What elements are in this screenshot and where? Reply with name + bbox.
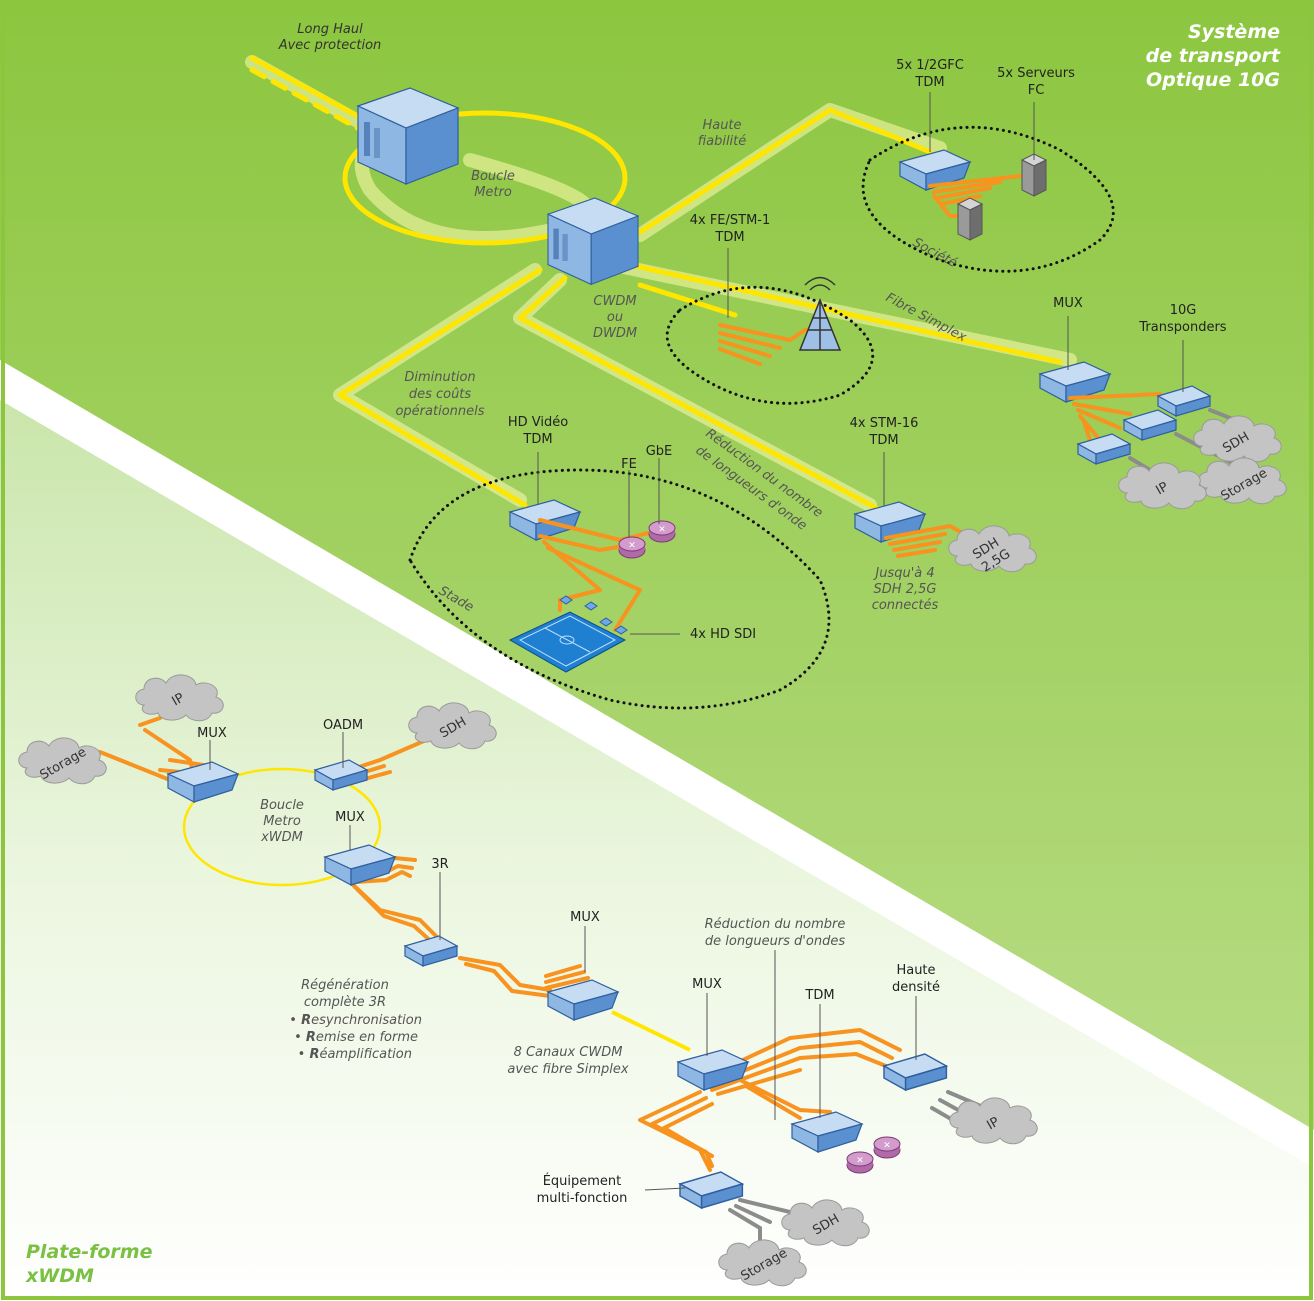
- label-boucle-1: Boucle: [471, 169, 515, 184]
- regen-item-1: • Resynchronisation: [289, 1013, 422, 1028]
- router-tdm-1: [846, 1151, 874, 1174]
- label-gbe: GbE: [646, 444, 673, 459]
- label-fe-stm1-1: 4x FE/STM-1: [690, 213, 771, 228]
- label-cwdm-2: ou: [607, 310, 623, 325]
- title-bottom-line-2: xWDM: [25, 1265, 94, 1287]
- label-gfc-1: 5x 1/2GFC: [896, 58, 964, 73]
- title-top-line-1: Système: [1188, 21, 1280, 43]
- label-jusqua-3: connectés: [872, 598, 939, 613]
- label-jusqua-2: SDH 2,5G: [874, 582, 937, 597]
- top-devices: [357, 87, 1287, 710]
- label-cwdm-1: CWDM: [593, 294, 636, 309]
- label-reduction-bottom-1: Réduction du nombre: [705, 917, 846, 932]
- fc-server-2: [957, 197, 983, 241]
- label-canaux-1: 8 Canaux CWDM: [514, 1045, 623, 1060]
- label-haute-fiabilite-1: Haute: [702, 118, 741, 133]
- top-fibers: [245, 55, 1077, 513]
- label-hd-video-1: HD Vidéo: [508, 415, 568, 430]
- corner-title-top: Système de transport Optique 10G: [1146, 21, 1281, 91]
- label-diminution-1: Diminution: [404, 370, 475, 385]
- router-tdm-2: [873, 1136, 901, 1159]
- label-fe: FE: [621, 457, 637, 472]
- societe-boundary: [861, 125, 1115, 273]
- label-diminution-2: des coûts: [409, 387, 472, 402]
- bottom-devices: [18, 674, 1038, 1287]
- label-hd-video-2: TDM: [522, 432, 552, 447]
- regen-item-2: • Remise en forme: [294, 1030, 418, 1045]
- corner-title-bottom: Plate-forme xWDM: [25, 1241, 153, 1287]
- label-equipement-1: Équipement: [543, 1173, 622, 1189]
- label-3r: 3R: [431, 857, 448, 872]
- title-bottom-line-1: Plate-forme: [26, 1241, 153, 1263]
- fc-server-1: [1021, 153, 1047, 197]
- label-haute-densite-1: Haute: [896, 963, 935, 978]
- label-fe-stm1-2: TDM: [714, 230, 744, 245]
- stadium-field: [508, 611, 627, 673]
- bottom-region-background: [0, 360, 1314, 1301]
- label-hd-sdi: 4x HD SDI: [690, 627, 756, 642]
- label-mux-8ch: MUX: [570, 910, 600, 925]
- router-gbe: [648, 520, 676, 543]
- label-boucle-xwdm-3: xWDM: [260, 830, 303, 845]
- label-long-haul-2: Avec protection: [278, 38, 382, 53]
- label-boucle-xwdm-1: Boucle: [260, 798, 304, 813]
- label-regeneration-2: complète 3R: [304, 995, 386, 1010]
- label-gfc-2: TDM: [914, 75, 944, 90]
- top-region-background: [0, 0, 1314, 1130]
- label-boucle-2: Metro: [474, 185, 512, 200]
- title-top-line-3: Optique 10G: [1146, 69, 1280, 91]
- label-oadm: OADM: [323, 718, 363, 733]
- label-stm16-1: 4x STM-16: [850, 416, 919, 431]
- diagonal-separator: [0, 360, 1314, 1168]
- regen-list: • Resynchronisation • Remise en forme • …: [289, 1013, 422, 1062]
- label-haute-fiabilite-2: fiabilité: [698, 134, 747, 149]
- label-haute-densite-2: densité: [892, 980, 940, 995]
- label-stm16-2: TDM: [868, 433, 898, 448]
- label-canaux-2: avec fibre Simplex: [507, 1062, 628, 1077]
- label-mux-ring-left: MUX: [197, 726, 227, 741]
- antenna-boundary: [665, 285, 875, 405]
- label-reduction-bottom-2: de longueurs d'ondes: [705, 934, 845, 949]
- label-serveurs-2: FC: [1028, 83, 1045, 98]
- antenna-tower-icon: [798, 276, 842, 351]
- hd-camera-icons: [559, 595, 628, 635]
- label-diminution-3: opérationnels: [395, 404, 484, 419]
- label-jusqua-1: Jusqu'à 4: [872, 566, 934, 581]
- label-transponders-1: 10G: [1170, 303, 1197, 318]
- label-mux-bottom-right: MUX: [692, 977, 722, 992]
- stade-boundary: [408, 468, 831, 710]
- label-boucle-xwdm-2: Metro: [263, 814, 301, 829]
- label-mux-ring-right: MUX: [335, 810, 365, 825]
- label-long-haul-1: Long Haul: [297, 22, 363, 37]
- label-transponders-2: Transponders: [1138, 320, 1226, 335]
- router-fe: [618, 536, 646, 559]
- regen-item-3: • Réamplification: [298, 1047, 412, 1062]
- title-top-line-2: de transport: [1146, 45, 1281, 67]
- label-regeneration-1: Régénération: [301, 978, 389, 993]
- label-equipement-2: multi-fonction: [537, 1191, 628, 1206]
- label-cwdm-3: DWDM: [593, 326, 637, 341]
- label-serveurs-1: 5x Serveurs: [997, 66, 1075, 81]
- label-tdm: TDM: [804, 988, 834, 1003]
- label-mux-top: MUX: [1053, 296, 1083, 311]
